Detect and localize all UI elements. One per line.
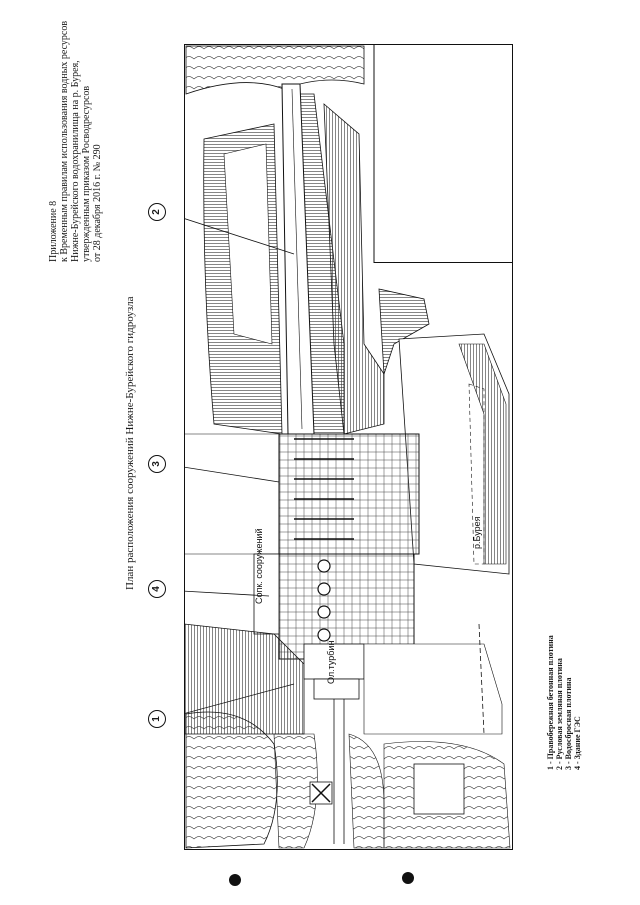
powerhouse: [278, 553, 415, 660]
legend-item: 4 - Здание ГЭС: [573, 716, 582, 770]
site-plan-drawing: Сопк. сооружений р.Бурея Ол.турбин: [163, 44, 513, 850]
binder-hole: [229, 874, 241, 886]
binder-hole: [402, 872, 414, 884]
site-plan-svg: Сопк. сооружений р.Бурея Ол.турбин: [163, 44, 513, 850]
label-river: р.Бурея: [472, 516, 482, 549]
label-station: Ол.турбин: [326, 641, 336, 684]
callout-2: 2: [148, 203, 166, 221]
header-line: Нижне-Бурейского водохранилища на р. Бур…: [70, 60, 81, 262]
callout-3: 3: [148, 455, 166, 473]
document-title: План расположения сооружений Нижне-Бурей…: [124, 296, 136, 590]
legend-item: 2 - Русловая земляная плотина: [555, 658, 564, 770]
callout-4: 4: [148, 580, 166, 598]
label-left-shore: Сопк. сооружений: [254, 529, 264, 605]
header-line: Приложение 8: [48, 200, 59, 262]
right-bank-terrain: [185, 711, 278, 849]
legend: 1 - Правобережная бетонная плотина 2 - Р…: [546, 635, 582, 770]
header-line: от 28 декабря 2016 г. № 290: [92, 144, 103, 262]
spillway-dam: [278, 433, 420, 555]
header-line: к Временным правилам использования водны…: [59, 20, 70, 262]
callout-1: 1: [148, 710, 166, 728]
header-line: утвержденным приказом Росводресурсов: [81, 85, 92, 262]
appendix-header: Приложение 8 к Временным правилам исполь…: [48, 21, 103, 262]
legend-item: 3 - Водосбросная плотина: [564, 677, 573, 770]
legend-item: 1 - Правобережная бетонная плотина: [546, 635, 555, 770]
